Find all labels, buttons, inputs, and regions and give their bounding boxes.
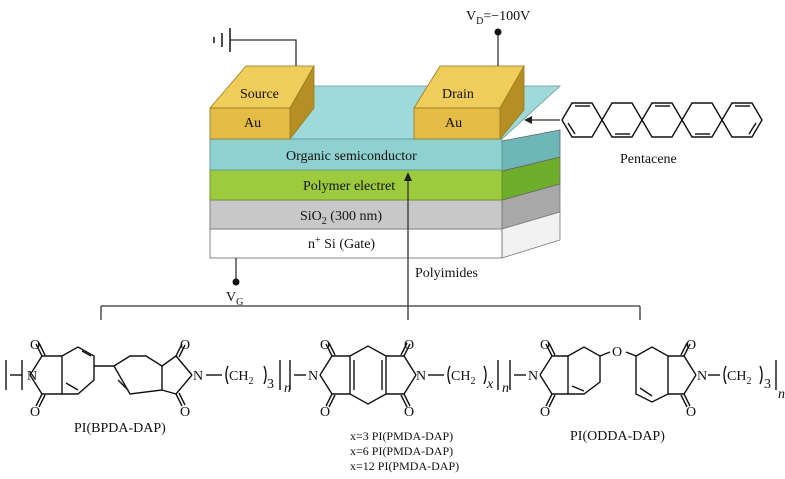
svg-text:N: N [27, 369, 37, 384]
semiconductor-layer [209, 138, 503, 171]
gate-label: n+ Si (Gate) [308, 235, 375, 252]
svg-text:CH2: CH2 [229, 369, 253, 387]
svg-text:O: O [320, 405, 330, 420]
pentacene-label: Pentacene [620, 152, 677, 167]
svg-text:N: N [416, 369, 426, 384]
pmda-variant-3: x=3 PI(PMDA-DAP) [350, 429, 453, 443]
polyimides-label: Polyimides [415, 266, 478, 281]
semiconductor-label: Organic semiconductor [286, 149, 417, 164]
drain-label: Drain [442, 87, 474, 102]
svg-text:O: O [540, 338, 550, 353]
svg-text:O: O [180, 338, 190, 353]
svg-text:N: N [697, 369, 707, 384]
pi-odda-dap-label: PI(ODDA-DAP) [570, 429, 665, 444]
svg-text:N: N [308, 369, 318, 384]
pmda-variant-6: x=6 PI(PMDA-DAP) [350, 444, 453, 458]
svg-text:3: 3 [764, 377, 771, 392]
source-au-label: Au [244, 116, 261, 131]
svg-text:O: O [404, 338, 414, 353]
polyimide-connectors [100, 172, 641, 320]
electret-label: Polymer electret [303, 179, 395, 194]
svg-text:CH2: CH2 [451, 369, 475, 387]
pentacene-structure [561, 102, 763, 138]
svg-text:O: O [30, 338, 40, 353]
svg-text:O: O [686, 338, 696, 353]
svg-text:x: x [486, 377, 494, 392]
pmda-variant-12: x=12 PI(PMDA-DAP) [350, 459, 459, 473]
svg-text:O: O [404, 405, 414, 420]
pi-bpda-dap-label: PI(BPDA-DAP) [74, 421, 166, 436]
device-stack: Source Au Drain Au Organic semiconductor… [209, 64, 562, 259]
svg-text:O: O [686, 405, 696, 420]
svg-text:O: O [320, 338, 330, 353]
ground-symbol [213, 28, 297, 66]
svg-text:n: n [502, 381, 509, 396]
drain-electrode [413, 107, 501, 140]
svg-text:O: O [612, 345, 622, 360]
svg-text:N: N [193, 369, 203, 384]
svg-text:O: O [180, 405, 190, 420]
pi-pmda-dap-structure: O O N O O N CH2 x n [289, 338, 509, 420]
gate-terminal: VG [226, 258, 243, 308]
source-label: Source [240, 87, 279, 102]
svg-text:CH2: CH2 [727, 369, 751, 387]
svg-text:O: O [540, 405, 550, 420]
drain-terminal: VD=−100V [466, 9, 530, 66]
svg-text:n: n [778, 387, 785, 402]
pi-bpda-dap-structure: O O N O O N CH2 3 n [5, 338, 291, 420]
svg-text:n: n [284, 381, 291, 396]
pi-odda-dap-structure: O O N O O O N CH2 3 n [509, 338, 785, 420]
gate-layer [209, 228, 503, 259]
oxide-label: SiO2 (300 nm) [300, 209, 382, 227]
svg-text:N: N [528, 369, 538, 384]
vg-label: VG [226, 290, 243, 308]
svg-text:O: O [30, 405, 40, 420]
source-electrode [209, 107, 291, 140]
vd-label: VD=−100V [466, 9, 530, 27]
drain-au-label: Au [445, 116, 462, 131]
pentacene-arrowhead [524, 116, 532, 124]
svg-text:3: 3 [267, 377, 274, 392]
electret-layer [209, 169, 503, 201]
